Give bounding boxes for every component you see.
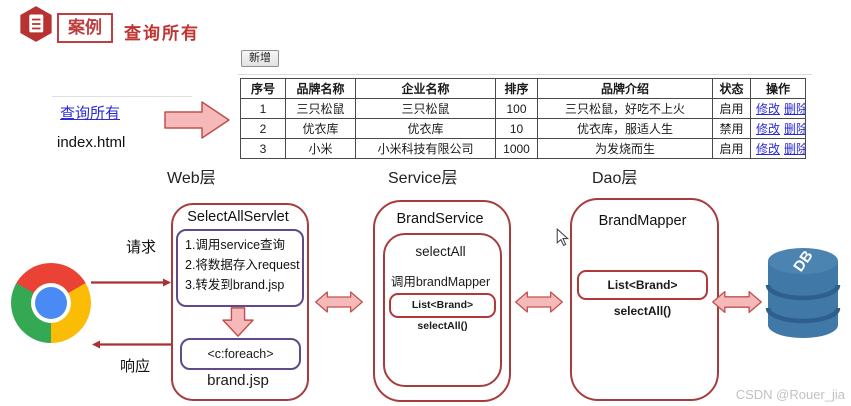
cell-company: 小米科技有限公司	[355, 138, 496, 159]
cell-actions: 修改删除	[750, 118, 806, 139]
servlet-title: SelectAllServlet	[187, 209, 289, 225]
servlet-step: 2.将数据存入request	[185, 258, 300, 272]
index-html-label: index.html	[57, 134, 126, 151]
cell-brand: 小米	[285, 138, 356, 159]
cell-order: 100	[495, 98, 538, 119]
db-cylinder-icon: DB	[765, 247, 841, 338]
web-layer-label: Web层	[167, 170, 216, 187]
cell-company: 三只松鼠	[355, 98, 496, 119]
servlet-steps-box: 1.调用service查询 2.将数据存入request 3.转发到brand.…	[176, 229, 304, 307]
mapper-call-box: List<Brand> selectAll()	[389, 293, 496, 332]
delete-link[interactable]: 删除	[784, 122, 804, 136]
brand-mapper-title: BrandMapper	[598, 213, 687, 229]
table-header-row: 序号 品牌名称 企业名称 排序 品牌介绍 状态 操作	[240, 78, 806, 99]
cell-order: 10	[495, 118, 538, 139]
cell-desc: 优衣库，服适人生	[537, 118, 713, 139]
brand-service-title: BrandService	[396, 211, 484, 227]
service-method-label: selectAll	[415, 244, 466, 259]
response-label: 响应	[120, 358, 151, 375]
chrome-logo-icon	[11, 263, 91, 343]
col-header: 排序	[495, 78, 538, 99]
response-arrow-icon	[92, 340, 171, 349]
arrow-down-icon	[222, 307, 254, 337]
arrow-right-icon	[164, 101, 230, 139]
col-header: 企业名称	[355, 78, 496, 99]
service-layer-label: Service层	[388, 170, 458, 187]
divider-top	[238, 74, 812, 75]
col-header: 品牌名称	[285, 78, 356, 99]
delete-link[interactable]: 删除	[784, 142, 804, 156]
arrow-double-icon	[712, 290, 762, 314]
cell-brand: 三只松鼠	[285, 98, 356, 119]
request-label: 请求	[126, 239, 157, 256]
watermark: CSDN @Rouer_jia	[735, 387, 845, 402]
servlet-step: 3.转发到brand.jsp	[185, 278, 285, 292]
col-header: 品牌介绍	[537, 78, 713, 99]
cell-status: 启用	[712, 98, 751, 119]
cell-brand: 优衣库	[285, 118, 356, 139]
edit-link[interactable]: 修改	[756, 122, 781, 136]
col-header: 序号	[240, 78, 286, 99]
cell-desc: 三只松鼠，好吃不上火	[537, 98, 713, 119]
dao-layer-label: Dao层	[592, 170, 638, 187]
cell-actions: 修改删除	[750, 98, 806, 119]
cell-no: 1	[240, 98, 286, 119]
cell-no: 2	[240, 118, 286, 139]
edit-link[interactable]: 修改	[756, 142, 781, 156]
cell-order: 1000	[495, 138, 538, 159]
arrow-double-icon	[315, 291, 363, 313]
table-row: 2 优衣库 优衣库 10 优衣库，服适人生 禁用 修改删除	[240, 118, 806, 139]
case-document-icon	[20, 6, 52, 42]
brand-jsp-label: brand.jsp	[207, 372, 269, 389]
dao-method-box: List<Brand> selectAll()	[577, 270, 708, 318]
brand-table: 序号 品牌名称 企业名称 排序 品牌介绍 状态 操作 1 三只松鼠 三只松鼠 1…	[240, 78, 806, 159]
table-row: 1 三只松鼠 三只松鼠 100 三只松鼠，好吃不上火 启用 修改删除	[240, 98, 806, 119]
edit-link[interactable]: 修改	[756, 102, 781, 116]
call-mapper-label: 调用brandMapper	[390, 275, 491, 289]
cell-status: 禁用	[712, 118, 751, 139]
query-all-link[interactable]: 查询所有	[60, 105, 121, 122]
add-button[interactable]: 新增	[241, 50, 279, 67]
cell-desc: 为发烧而生	[537, 138, 713, 159]
divider-left	[52, 96, 192, 97]
cell-actions: 修改删除	[750, 138, 806, 159]
mouse-pointer-icon	[556, 228, 569, 247]
cell-no: 3	[240, 138, 286, 159]
chrome-logo-core	[35, 287, 67, 319]
case-badge: 案例	[57, 13, 113, 43]
foreach-tag-box: <c:foreach>	[180, 338, 301, 370]
col-header: 状态	[712, 78, 751, 99]
arrow-double-icon	[515, 291, 563, 313]
servlet-step: 1.调用service查询	[185, 238, 286, 252]
delete-link[interactable]: 删除	[784, 102, 804, 116]
cell-company: 优衣库	[355, 118, 496, 139]
request-arrow-icon	[91, 278, 171, 287]
cell-status: 启用	[712, 138, 751, 159]
col-header: 操作	[750, 78, 806, 99]
table-row: 3 小米 小米科技有限公司 1000 为发烧而生 启用 修改删除	[240, 138, 806, 159]
page-title: 查询所有	[124, 24, 200, 43]
